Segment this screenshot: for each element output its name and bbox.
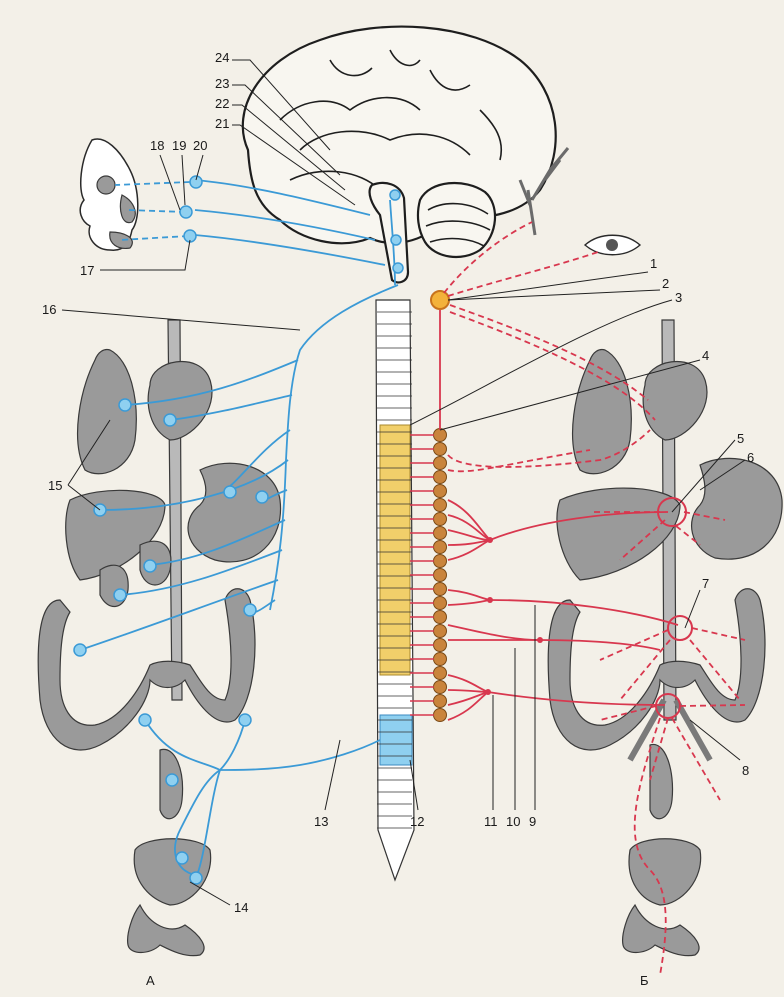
label-24: 24 [215, 50, 229, 65]
chain-ganglion [434, 695, 447, 708]
label-23: 23 [215, 76, 229, 91]
heart-right [643, 361, 707, 440]
bladder-right [629, 839, 701, 905]
label-1: 1 [650, 256, 657, 271]
label-side-a: А [146, 973, 155, 988]
label-22: 22 [215, 96, 229, 111]
chain-ganglion [434, 625, 447, 638]
stomach-left [188, 463, 281, 562]
chain-ganglion [434, 583, 447, 596]
label-15: 15 [48, 478, 62, 493]
chain-ganglion [434, 499, 447, 512]
parasympathetic-side [38, 139, 403, 956]
label-21: 21 [215, 116, 229, 131]
label-18: 18 [150, 138, 164, 153]
chain-ganglion [434, 555, 447, 568]
label-17: 17 [80, 263, 94, 278]
chain-ganglion [434, 485, 447, 498]
label-side-b: Б [640, 973, 649, 988]
sympathetic-side [431, 148, 782, 975]
bladder-left [134, 839, 210, 905]
chain-ganglion [434, 611, 447, 624]
label-14: 14 [234, 900, 248, 915]
chain-ganglion [434, 709, 447, 722]
lung-left [78, 349, 137, 473]
chain-ganglion [434, 653, 447, 666]
spinal-cord [376, 300, 414, 880]
eye-left-icon [97, 176, 115, 194]
chain-ganglion [434, 443, 447, 456]
label-8: 8 [742, 763, 749, 778]
chain-ganglion [434, 541, 447, 554]
label-11: 11 [484, 814, 498, 829]
chain-ganglion [434, 569, 447, 582]
label-4: 4 [702, 348, 709, 363]
label-13: 13 [314, 814, 328, 829]
label-7: 7 [702, 576, 709, 591]
label-12: 12 [410, 814, 424, 829]
label-5: 5 [737, 431, 744, 446]
label-10: 10 [506, 814, 520, 829]
label-3: 3 [675, 290, 682, 305]
label-19: 19 [172, 138, 186, 153]
sympathetic-trunk [410, 429, 447, 722]
chain-ganglion [434, 527, 447, 540]
chain-ganglion [434, 457, 447, 470]
chain-ganglion [434, 429, 447, 442]
chain-ganglion [434, 597, 447, 610]
label-16: 16 [42, 302, 56, 317]
colon-right [548, 589, 765, 750]
label-20: 20 [193, 138, 207, 153]
label-6: 6 [747, 450, 754, 465]
chain-ganglion [434, 681, 447, 694]
label-9: 9 [529, 814, 536, 829]
chain-ganglion [434, 667, 447, 680]
heart-left [148, 361, 212, 440]
chain-ganglion [434, 639, 447, 652]
chain-ganglion [434, 513, 447, 526]
label-2: 2 [662, 276, 669, 291]
chain-ganglion [434, 471, 447, 484]
